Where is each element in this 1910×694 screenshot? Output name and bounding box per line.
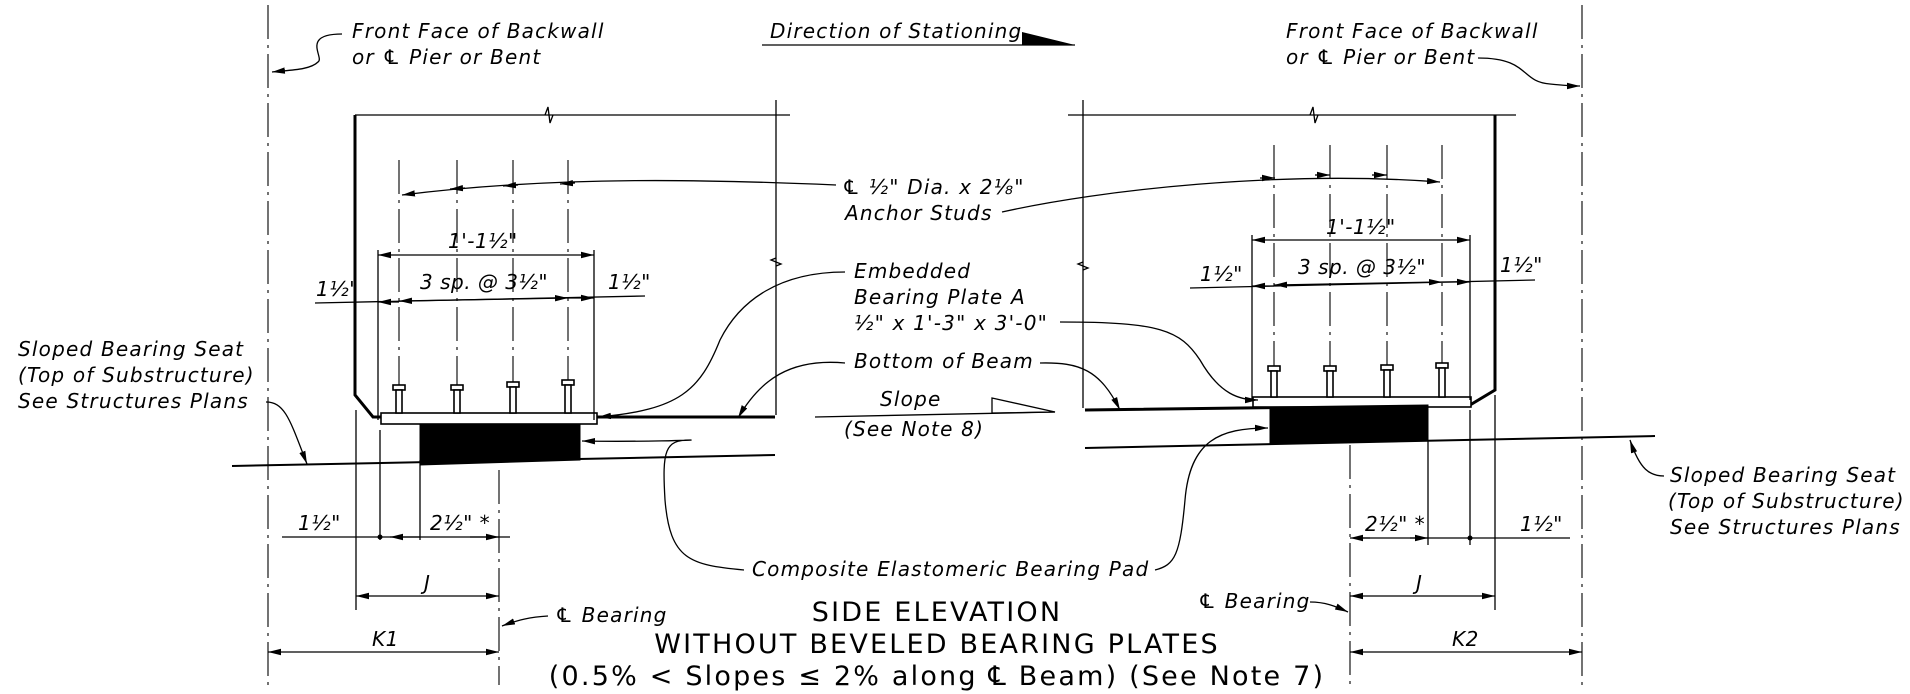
- front-face-right-label-2: or ℄ Pier or Bent: [1286, 45, 1475, 69]
- right-bearing-assembly: 1'-1½" 3 sp. @ 3½" 1½" 1½" 2½" * 1½" J K…: [1068, 5, 1656, 685]
- anchor-label-2: Anchor Studs: [843, 201, 993, 225]
- slope-note-label: (See Note 8): [844, 417, 984, 441]
- left-bearing-assembly: 1'-1½" 3 sp. @ 3½" 1½" 1½" 1½" 2½" * J K…: [231, 5, 790, 685]
- right-dim-edge-a: 1½": [1200, 262, 1243, 286]
- left-stud-2: [450, 384, 464, 414]
- left-dim-j-label: J: [420, 571, 430, 595]
- anchor-label-1: ℄ ½" Dia. x 2⅛": [842, 175, 1025, 199]
- left-embedded-plate: [380, 412, 598, 425]
- slope-label: Slope: [880, 387, 942, 411]
- left-dim-pad-offset: 2½" *: [430, 511, 490, 535]
- pad-leader-left: [581, 438, 745, 571]
- right-dim-pad-offset: 2½" *: [1365, 512, 1425, 536]
- right-break-side: [1076, 261, 1090, 271]
- seat-left-label-3: See Structures Plans: [18, 389, 249, 413]
- left-stud-1: [392, 384, 406, 414]
- right-dim-k2-label: K2: [1452, 627, 1479, 651]
- seat-right-label-2: (Top of Substructure): [1668, 489, 1905, 513]
- left-dim-stud-total-label: 1'-1½": [448, 229, 518, 253]
- embed-leader-right: [1059, 321, 1259, 404]
- cl-bearing-left-label: ℄ Bearing: [555, 603, 668, 627]
- right-dim-pad-edge: 1½": [1520, 512, 1563, 536]
- right-dim-edge-b: 1½": [1500, 253, 1543, 277]
- left-dim-pad-edge: 1½": [298, 511, 341, 535]
- right-stud-1: [1267, 365, 1281, 398]
- seat-right-label-1: Sloped Bearing Seat: [1670, 463, 1896, 487]
- bottom-beam-leader-left: [737, 361, 846, 419]
- anchor-leader-left: [401, 179, 837, 197]
- cl-bearing-left-leader: [501, 615, 549, 627]
- bottom-beam-leader-right: [1039, 362, 1121, 411]
- front-face-right-label-1: Front Face of Backwall: [1286, 19, 1539, 43]
- seat-left-leader: [265, 401, 308, 465]
- pad-label: Composite Elastomeric Bearing Pad: [752, 557, 1149, 581]
- embed-label-3: ½" x 1'-3" x 3'-0": [854, 311, 1048, 335]
- seat-right-leader: [1629, 439, 1665, 477]
- seat-left-label-2: (Top of Substructure): [18, 363, 255, 387]
- embed-label-2: Bearing Plate A: [854, 285, 1026, 309]
- left-beam-outline: [353, 115, 775, 419]
- front-face-right-leader: [1477, 57, 1581, 90]
- pad-leader-right: [1154, 424, 1269, 571]
- embed-label-1: Embedded: [854, 259, 971, 283]
- right-stud-4: [1435, 362, 1449, 398]
- right-stud-2: [1323, 365, 1337, 398]
- left-anchor-studs: [392, 160, 575, 414]
- cl-bearing-right-label: ℄ Bearing: [1198, 589, 1311, 613]
- direction-label: Direction of Stationing: [770, 19, 1022, 43]
- left-dim-edge-a: 1½": [316, 277, 359, 301]
- front-face-left-leader: [271, 33, 343, 74]
- right-bearing-seat: [1084, 435, 1656, 449]
- left-dim-k1-label: K1: [372, 627, 399, 651]
- left-break-side: [769, 257, 783, 267]
- embed-leader-left: [597, 271, 846, 420]
- slope-triangle-icon: [991, 397, 1056, 414]
- anchor-leader-right: [1001, 177, 1441, 213]
- seat-right-label-3: See Structures Plans: [1670, 515, 1901, 539]
- title-line-2: WITHOUT BEVELED BEARING PLATES: [654, 629, 1220, 660]
- right-anchor-studs: [1267, 145, 1449, 398]
- left-dim-edge-b: 1½": [608, 270, 651, 294]
- right-bearing-pad: [1269, 404, 1429, 445]
- title-line-3: (0.5% < Slopes ≤ 2% along ℄ Beam) (See N…: [549, 661, 1325, 692]
- left-stud-3: [506, 381, 520, 414]
- right-break-top: [1309, 106, 1319, 124]
- right-stud-3: [1380, 364, 1394, 398]
- bottom-beam-label: Bottom of Beam: [854, 349, 1034, 373]
- direction-arrow-icon: [1022, 32, 1075, 45]
- left-break-top: [544, 106, 554, 124]
- left-stud-4: [561, 379, 575, 414]
- left-bearing-seat: [231, 454, 776, 467]
- front-face-left-label-1: Front Face of Backwall: [352, 19, 605, 43]
- right-dim-stud-total-label: 1'-1½": [1326, 215, 1396, 239]
- right-dim-spacing-label: 3 sp. @ 3½": [1298, 255, 1426, 279]
- right-beam-outline: [1084, 115, 1497, 412]
- title-line-1: SIDE ELEVATION: [812, 597, 1063, 628]
- right-dim-j-label: J: [1412, 571, 1422, 595]
- left-dim-spacing-label: 3 sp. @ 3½": [420, 270, 548, 294]
- left-bearing-pad: [419, 423, 581, 466]
- front-face-left-label-2: or ℄ Pier or Bent: [352, 45, 541, 69]
- seat-left-label-1: Sloped Bearing Seat: [18, 337, 244, 361]
- cl-bearing-right-leader: [1309, 601, 1349, 613]
